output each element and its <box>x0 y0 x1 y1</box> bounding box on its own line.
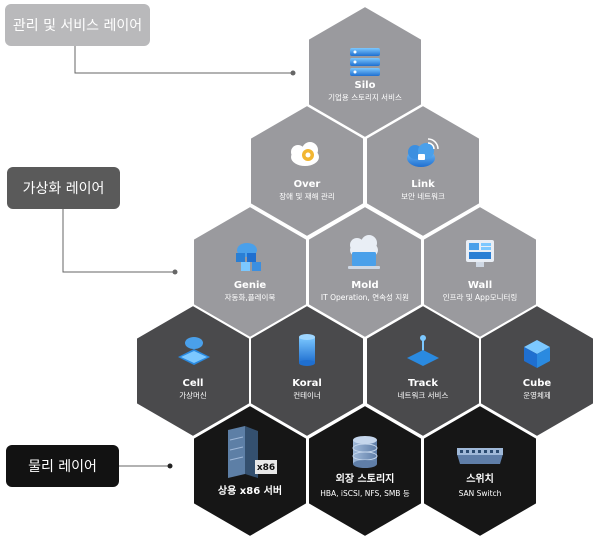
hex-title: Silo <box>355 80 376 91</box>
hex-subtitle: SAN Switch <box>459 489 502 498</box>
hex-subtitle: IT Operation, 연속성 지원 <box>321 293 409 302</box>
hex-x86-server[interactable]: x86 상용 x86 서버 <box>192 403 308 539</box>
hex-mold[interactable]: Mold IT Operation, 연속성 지원 <box>307 204 423 340</box>
server-tower-icon: x86 <box>228 426 277 478</box>
hex-title: Wall <box>468 280 492 291</box>
cloud-laptop-icon <box>348 235 380 269</box>
hex-title: 외장 스토리지 <box>336 472 395 485</box>
hex-cube[interactable]: Cube 운영체제 <box>479 303 595 439</box>
connector-dot <box>172 269 178 275</box>
connector-dot <box>290 70 296 76</box>
hex-subtitle: 가상머신 <box>179 390 207 400</box>
cloud-gear-icon <box>291 142 319 166</box>
hex-subtitle: HBA, iSCSI, NFS, SMB 등 <box>320 489 410 498</box>
hex-subtitle: 네트워크 서비스 <box>398 391 449 400</box>
hex-title: Genie <box>234 280 267 291</box>
hex-title: Cube <box>523 378 552 389</box>
hex-subtitle: 컨테이너 <box>293 390 321 400</box>
monitor-dashboard-icon <box>466 240 494 267</box>
hex-title: Link <box>411 179 435 190</box>
hex-subtitle: 인프라 및 App모니터링 <box>443 292 518 302</box>
x86-badge: x86 <box>257 463 275 473</box>
network-node-icon <box>407 335 439 366</box>
hex-subtitle: 보안 네트워크 <box>401 191 445 201</box>
network-switch-icon <box>457 448 503 464</box>
hex-title: Over <box>294 179 321 190</box>
hex-subtitle: 장애 및 재해 관리 <box>279 191 334 201</box>
hex-subtitle: 자동화,플레이북 <box>225 292 276 302</box>
hex-title: 스위치 <box>466 472 494 485</box>
hex-koral[interactable]: Koral 컨테이너 <box>249 303 365 439</box>
hex-title: Koral <box>292 378 322 389</box>
hex-wall[interactable]: Wall 인프라 및 App모니터링 <box>422 204 538 340</box>
cylinder-icon <box>299 334 315 366</box>
hex-over[interactable]: Over 장애 및 재해 관리 <box>249 103 365 239</box>
hex-title: Track <box>408 378 438 389</box>
server-stack-icon <box>350 48 380 76</box>
hex-link[interactable]: Link 보안 네트워크 <box>365 103 481 239</box>
hex-subtitle: 기업용 스토리지 서비스 <box>328 93 402 102</box>
physical-layer-label: 물리 레이어 <box>6 445 119 487</box>
database-icon <box>352 436 378 468</box>
cloud-lock-wifi-icon <box>407 138 439 167</box>
cloud-chip-icon <box>178 337 210 365</box>
hex-silo[interactable]: Silo 기업용 스토리지 서비스 <box>307 4 423 140</box>
connector-dot <box>167 463 173 469</box>
hex-title: Cell <box>183 378 204 389</box>
hex-cell[interactable]: Cell 가상머신 <box>135 303 251 439</box>
connector-lines <box>62 46 293 467</box>
hex-switch[interactable]: 스위치 SAN Switch <box>422 403 538 539</box>
cube-icon <box>524 340 550 368</box>
hex-title: 상용 x86 서버 <box>218 484 282 497</box>
management-layer-label: 관리 및 서비스 레이어 <box>5 4 150 46</box>
cloud-cubes-icon <box>236 243 261 271</box>
virtualization-layer-label: 가상화 레이어 <box>7 167 120 209</box>
hex-subtitle: 운영체제 <box>523 390 551 400</box>
hex-title: Mold <box>351 280 378 291</box>
